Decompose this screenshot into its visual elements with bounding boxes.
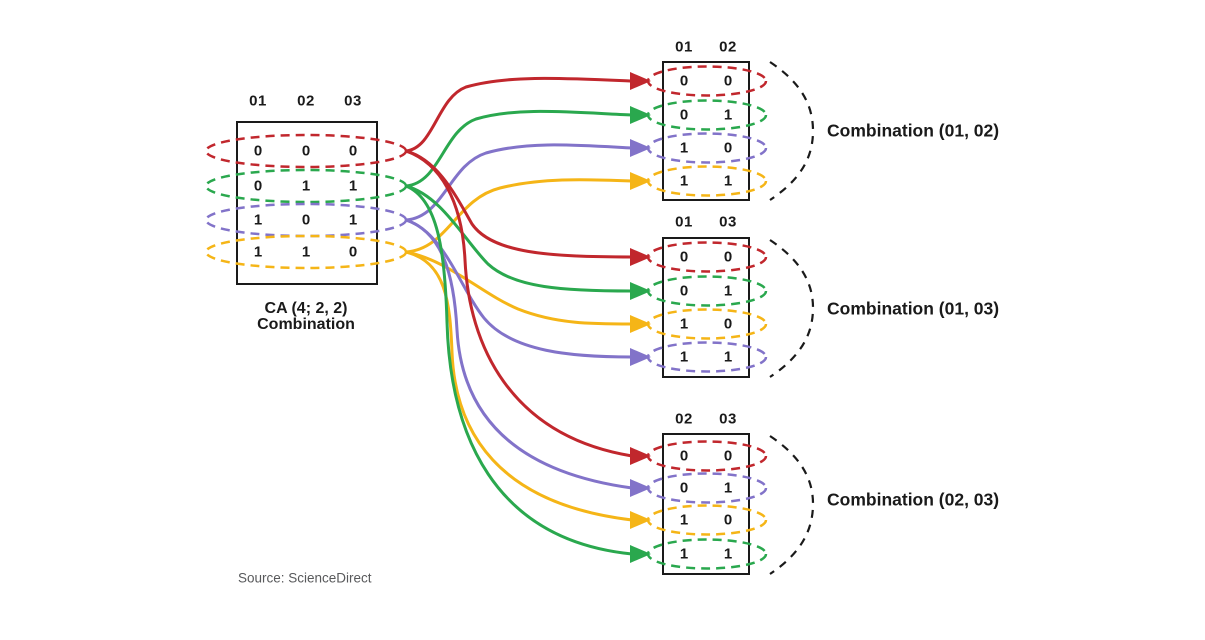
combo3-label: Combination (02, 03) [827, 489, 1000, 510]
combo3-cell: 0 [679, 447, 689, 465]
combo3-cell: 1 [723, 479, 733, 497]
combo3-cell: 1 [723, 545, 733, 563]
combo2-brace [769, 239, 815, 378]
combo2-label: Combination (01, 03) [827, 298, 1000, 319]
combo1-brace [769, 61, 815, 201]
main-row-ellipse-green [204, 168, 408, 204]
main-row-ellipse-yellow [204, 234, 408, 270]
combo2-row-ellipse-1 [646, 241, 768, 273]
combo1-row-ellipse-4 [646, 165, 768, 197]
main-cell: 1 [253, 243, 263, 261]
main-row-ellipse-purple [204, 202, 408, 238]
arrowhead-combo3-row2 [630, 479, 651, 497]
combo2-cell: 0 [723, 315, 733, 333]
main-cell: 1 [253, 211, 263, 229]
main-table-border [236, 121, 378, 285]
combo3-cell: 0 [723, 511, 733, 529]
combo3-col-header-03: 03 [719, 410, 737, 428]
main-cell: 0 [348, 243, 358, 261]
combo2-row-ellipse-2 [646, 275, 768, 307]
combo2-cell: 0 [679, 248, 689, 266]
main-cell: 1 [348, 177, 358, 195]
main-cell: 0 [348, 142, 358, 160]
flow-curve-green-to-combo2 [405, 184, 633, 293]
arrowhead-combo1-row1 [630, 72, 651, 90]
main-cell: 1 [301, 243, 311, 261]
combo1-col-header-02: 02 [719, 38, 737, 56]
combo2-cell: 1 [679, 315, 689, 333]
arrowhead-combo3-row3 [630, 511, 651, 529]
combo1-label: Combination (01, 02) [827, 120, 1000, 141]
main-cell: 0 [253, 177, 263, 195]
main-table-caption-line2: Combination [257, 316, 355, 333]
arrowhead-combo1-row2 [630, 106, 651, 124]
combo3-row-ellipse-3 [646, 504, 768, 536]
combo3-brace [769, 435, 815, 575]
combo2-cell: 0 [723, 248, 733, 266]
combo-table-3-border [662, 433, 750, 575]
combo2-row-ellipse-4 [646, 341, 768, 373]
main-col-header-02: 02 [297, 92, 315, 110]
combo2-cell: 1 [679, 348, 689, 366]
combo1-cell: 0 [723, 139, 733, 157]
arrowhead-combo3-row4 [630, 545, 651, 563]
combo1-col-header-01: 01 [675, 38, 693, 56]
flow-curve-yellow-to-combo2 [405, 250, 633, 326]
combo-table-1-border [662, 61, 750, 201]
source-attribution: Source: ScienceDirect [238, 570, 372, 586]
flow-curve-red-to-combo3 [405, 149, 633, 458]
main-cell: 0 [301, 211, 311, 229]
arrowhead-combo1-row4 [630, 172, 651, 190]
flow-curve-red-to-combo1 [405, 76, 633, 153]
combo3-cell: 0 [679, 479, 689, 497]
arrowhead-combo2-row3 [630, 315, 651, 333]
flow-curve-green-to-combo3 [405, 184, 633, 556]
combo1-row-ellipse-1 [646, 65, 768, 97]
combo1-cell: 0 [723, 72, 733, 90]
combo1-cell: 0 [679, 72, 689, 90]
combo-table-2-border [662, 237, 750, 378]
combo1-cell: 1 [723, 172, 733, 190]
main-cell: 0 [301, 142, 311, 160]
arrowhead-combo2-row1 [630, 248, 651, 266]
flow-curve-purple-to-combo3 [405, 218, 633, 490]
main-col-header-03: 03 [344, 92, 362, 110]
flow-curve-yellow-to-combo1 [405, 178, 633, 254]
flow-curve-green-to-combo1 [405, 109, 633, 188]
combo3-row-ellipse-1 [646, 440, 768, 472]
combo3-cell: 1 [679, 545, 689, 563]
arrowhead-combo2-row4 [630, 348, 651, 366]
combo1-cell: 1 [679, 139, 689, 157]
combo1-row-ellipse-2 [646, 99, 768, 131]
combo1-row-ellipse-3 [646, 132, 768, 164]
main-cell: 0 [253, 142, 263, 160]
combo3-cell: 1 [679, 511, 689, 529]
combo1-cell: 0 [679, 106, 689, 124]
combo2-cell: 0 [679, 282, 689, 300]
combo2-cell: 1 [723, 348, 733, 366]
main-cell: 1 [348, 211, 358, 229]
main-row-ellipse-red [204, 133, 408, 169]
flow-curve-yellow-to-combo3 [405, 250, 633, 522]
main-table-caption-line1: CA (4; 2, 2) [264, 300, 348, 317]
flow-curve-purple-to-combo1 [405, 143, 633, 222]
combo1-cell: 1 [679, 172, 689, 190]
combo3-cell: 0 [723, 447, 733, 465]
combo3-row-ellipse-2 [646, 472, 768, 504]
combo1-cell: 1 [723, 106, 733, 124]
main-col-header-01: 01 [249, 92, 267, 110]
combo2-col-header-01: 01 [675, 213, 693, 231]
combo2-cell: 1 [723, 282, 733, 300]
combo2-row-ellipse-3 [646, 308, 768, 340]
arrowhead-combo3-row1 [630, 447, 651, 465]
main-cell: 1 [301, 177, 311, 195]
arrowhead-combo2-row2 [630, 282, 651, 300]
combo3-row-ellipse-4 [646, 538, 768, 570]
combo2-col-header-03: 03 [719, 213, 737, 231]
arrowhead-combo1-row3 [630, 139, 651, 157]
combo3-col-header-02: 02 [675, 410, 693, 428]
